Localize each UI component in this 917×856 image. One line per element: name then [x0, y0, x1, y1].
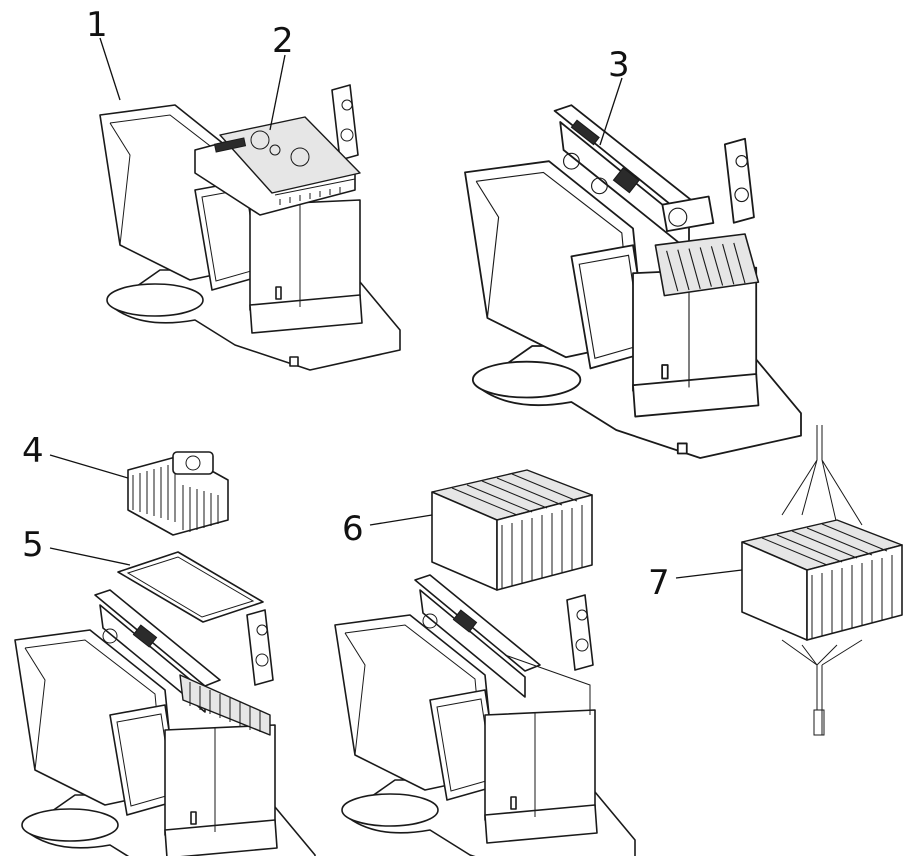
callout-5: 5 — [22, 525, 44, 565]
leader-4 — [49, 454, 129, 479]
callout-1: 1 — [86, 5, 108, 45]
lid-fins — [279, 187, 341, 205]
assembly-open-top — [464, 104, 802, 459]
filter-block-6 — [431, 469, 593, 591]
callout-4: 4 — [22, 431, 44, 471]
leader-2 — [269, 54, 286, 131]
callout-2: 2 — [272, 21, 294, 61]
leader-6 — [369, 514, 433, 526]
assembly-open-left — [14, 589, 316, 856]
leader-5 — [49, 547, 131, 566]
assembly-closed — [99, 84, 401, 371]
filter-block-7 — [741, 425, 903, 736]
leader-1 — [99, 37, 121, 101]
callout-3: 3 — [608, 45, 630, 85]
fin-module-4 — [127, 451, 229, 536]
callout-6: 6 — [342, 509, 364, 549]
callout-7: 7 — [648, 563, 670, 603]
leader-7 — [675, 569, 743, 579]
cover-plate-5 — [117, 551, 264, 623]
assembly-empty — [334, 574, 636, 856]
leader-3 — [599, 77, 623, 146]
